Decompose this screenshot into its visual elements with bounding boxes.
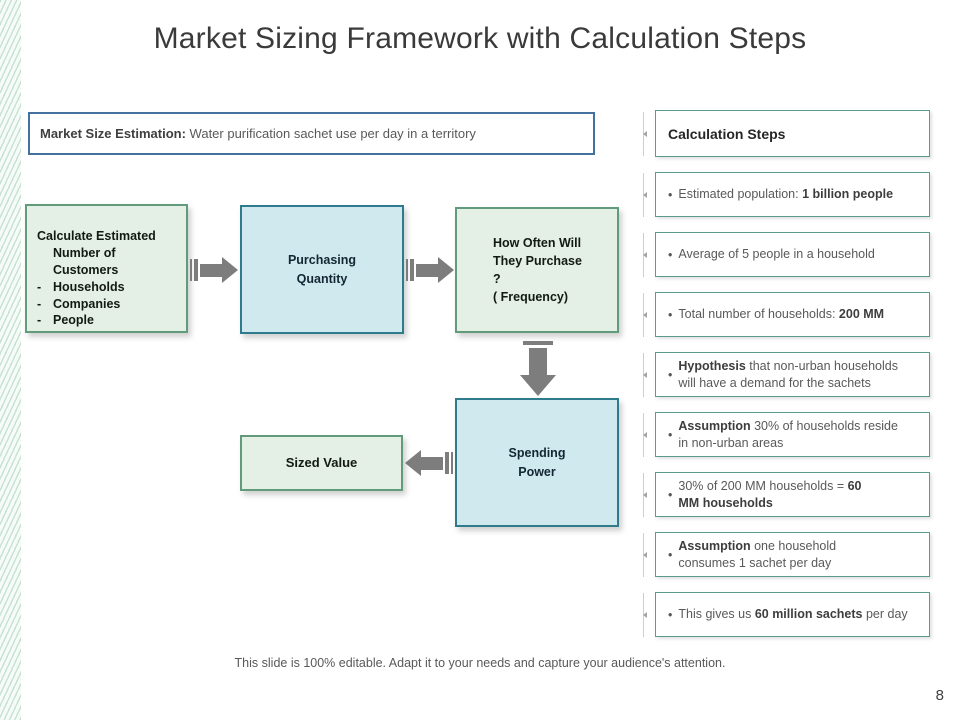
connector-arrow-icon	[643, 311, 647, 318]
connector-line	[643, 111, 647, 156]
step-text: Assumption 30% of households reside in n…	[678, 418, 898, 450]
bullet-icon: •	[668, 247, 673, 262]
step-text: 30% of 200 MM households = 60 MM househo…	[678, 478, 862, 510]
market-size-label: Market Size Estimation:	[40, 126, 186, 141]
connector-arrow-icon	[643, 491, 647, 498]
flow-box-calculate-customers: Calculate Estimated Number of Customers …	[25, 204, 188, 333]
connector-line	[643, 172, 647, 217]
connector-arrow-icon	[643, 130, 647, 137]
arrow-left-icon	[405, 450, 453, 476]
connector-line	[643, 592, 647, 637]
connector-line	[643, 352, 647, 397]
calculation-step-item: • Estimated population: 1 billion people	[643, 172, 930, 217]
connector-arrow-icon	[643, 371, 647, 378]
calculation-steps-list: • Estimated population: 1 billion people…	[643, 172, 930, 637]
connector-arrow-icon	[643, 551, 647, 558]
connector-line	[643, 292, 647, 337]
step-text: Hypothesis that non-urban households wil…	[678, 358, 898, 390]
bullet-icon: •	[668, 607, 673, 622]
market-size-description: Water purification sachet use per day in…	[185, 126, 476, 141]
calculation-steps-column: Calculation Steps • Estimated population…	[643, 110, 930, 652]
customer-type-label: Households	[53, 279, 125, 294]
calculation-steps-title: Calculation Steps	[668, 125, 786, 142]
flow-box-purchase-frequency: How Often Will They Purchase ? ( Frequen…	[455, 207, 619, 333]
customer-type-item: - People	[37, 312, 156, 329]
connector-arrow-icon	[643, 191, 647, 198]
footer-note: This slide is 100% editable. Adapt it to…	[234, 656, 726, 670]
customer-type-item: - Households	[37, 279, 156, 296]
calculation-step-item: • Total number of households: 200 MM	[643, 292, 930, 337]
customer-type-label: People	[53, 313, 94, 328]
flow-box-sized-value: Sized Value	[240, 435, 403, 491]
calculation-steps-header: Calculation Steps	[643, 110, 930, 157]
connector-arrow-icon	[643, 251, 647, 258]
bullet-icon: •	[668, 367, 673, 382]
calculation-step-item: • Assumption 30% of households reside in…	[643, 412, 930, 457]
page-title: Market Sizing Framework with Calculation…	[153, 22, 807, 55]
connector-arrow-icon	[643, 431, 647, 438]
arrow-right-icon	[190, 257, 238, 283]
bullet-icon: •	[668, 187, 673, 202]
connector-line	[643, 412, 647, 457]
flow-box-spending-power: Spending Power	[455, 398, 619, 527]
bullet-icon: •	[668, 307, 673, 322]
flow-box-purchasing-quantity: Purchasing Quantity	[240, 205, 404, 334]
step-text: Average of 5 people in a household	[678, 247, 875, 262]
decorative-stripe	[0, 0, 21, 720]
step-text: This gives us 60 million sachets per day	[678, 607, 908, 622]
bullet-icon: •	[668, 547, 673, 562]
bullet-icon: •	[668, 487, 673, 502]
calculation-step-item: • 30% of 200 MM households = 60 MM house…	[643, 472, 930, 517]
calculation-step-item: • Average of 5 people in a household	[643, 232, 930, 277]
arrow-down-icon	[519, 341, 556, 396]
customer-type-label: Companies	[53, 296, 121, 311]
step-text: Assumption one household consumes 1 sach…	[678, 538, 837, 570]
bullet-icon: •	[668, 427, 673, 442]
calculation-step-item: • Assumption one household consumes 1 sa…	[643, 532, 930, 577]
dash-bullet: -	[37, 279, 42, 294]
customers-heading: Calculate Estimated Number of Customers	[37, 229, 156, 277]
connector-line	[643, 532, 647, 577]
customers-list: - Households - Companies - People	[37, 279, 156, 330]
market-size-estimation-box: Market Size Estimation: Water purificati…	[28, 112, 595, 155]
page-number: 8	[935, 687, 944, 704]
connector-arrow-icon	[643, 611, 647, 618]
step-text: Total number of households: 200 MM	[678, 307, 885, 322]
connector-line	[643, 472, 647, 517]
connector-line	[643, 232, 647, 277]
dash-bullet: -	[37, 296, 42, 311]
dash-bullet: -	[37, 313, 42, 328]
customer-type-item: - Companies	[37, 296, 156, 313]
arrow-right-icon	[406, 257, 454, 283]
step-text: Estimated population: 1 billion people	[678, 187, 894, 202]
calculation-step-item: • Hypothesis that non-urban households w…	[643, 352, 930, 397]
calculation-step-item: • This gives us 60 million sachets per d…	[643, 592, 930, 637]
